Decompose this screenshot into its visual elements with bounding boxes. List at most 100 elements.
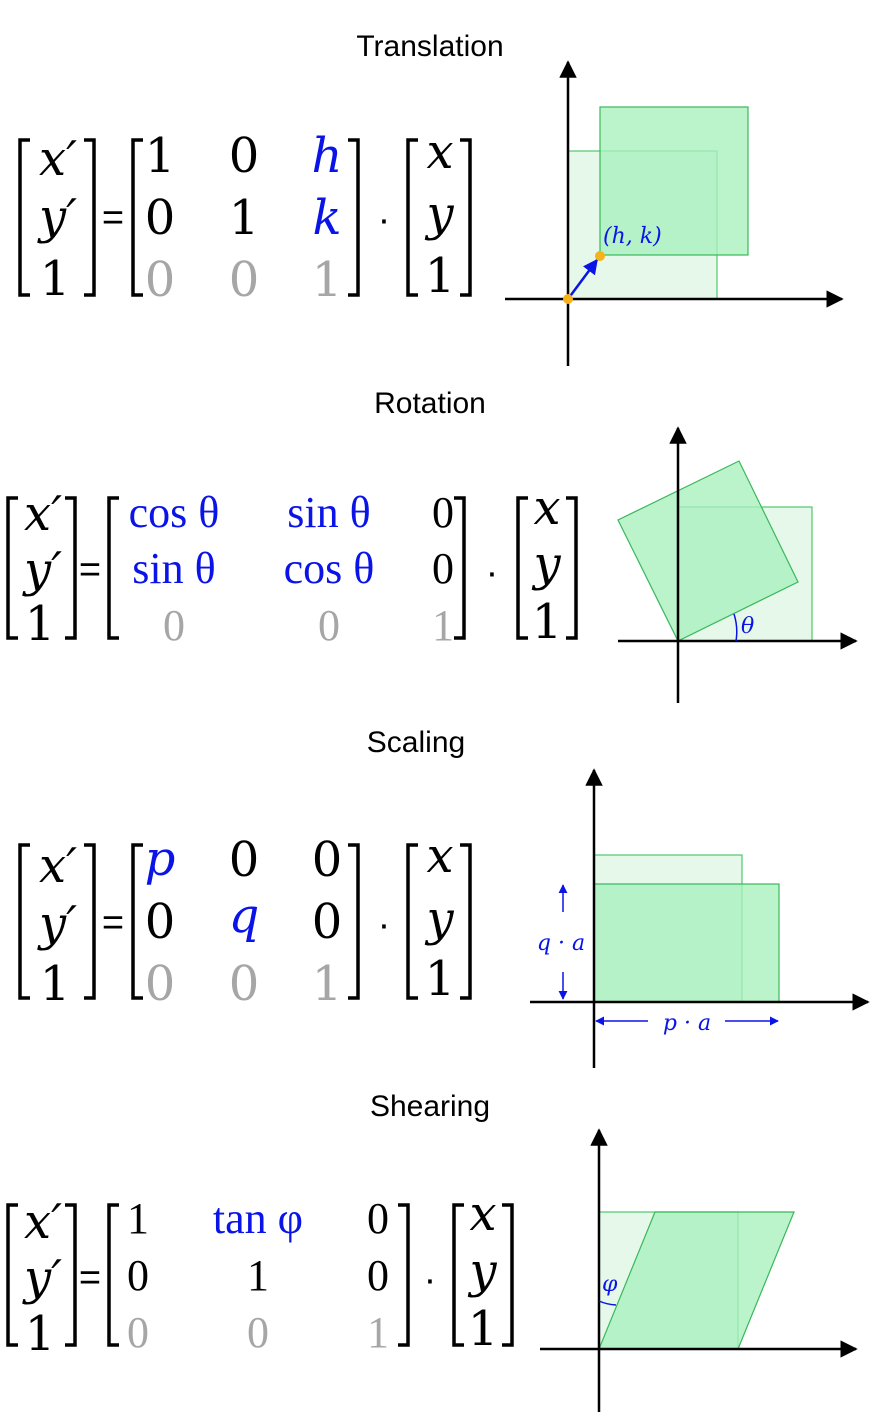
matrix-cell-parameter: h <box>312 128 343 184</box>
matrix-cell-parameter: k <box>312 190 341 246</box>
matrix-cell: 1 <box>127 1194 149 1243</box>
input-vector-entry: y <box>424 891 454 947</box>
output-vector-entry: x′ <box>39 131 77 187</box>
dot-operator: · <box>378 904 391 946</box>
shearing-section: Shearing x′ y′ 1 = 1 tan φ 0 0 1 0 0 0 1… <box>6 1090 858 1412</box>
scaling-matrix: p 0 0 0 q 0 0 0 1 <box>131 831 360 1012</box>
input-vector-entry: x <box>533 480 560 536</box>
matrix-cell-fixed: 0 <box>127 1308 149 1357</box>
rotation-matrix: cos θ sin θ 0 sin θ cos θ 0 0 0 1 <box>107 488 466 650</box>
input-vector: x y 1 <box>516 480 578 650</box>
angle-arc <box>733 613 738 642</box>
matrix-cell: 0 <box>367 1194 389 1243</box>
input-vector-entry: x <box>469 1186 496 1242</box>
equals-sign: = <box>79 549 101 591</box>
translation-vector-arrow <box>566 258 599 300</box>
matrix-cell-parameter: cos θ <box>129 488 220 537</box>
matrix-cell: 0 <box>312 894 343 950</box>
matrix-cell-parameter: q <box>229 888 260 944</box>
matrix-cell-parameter: sin θ <box>132 544 215 593</box>
matrix-cell: 0 <box>312 832 343 888</box>
section-title: Scaling <box>367 726 465 759</box>
rotated-shape <box>617 460 799 642</box>
dot-operator: · <box>378 199 391 241</box>
matrix-cell-parameter: tan φ <box>213 1194 303 1243</box>
input-vector: x y 1 <box>406 828 472 1007</box>
matrix-cell-fixed: 0 <box>229 956 260 1012</box>
rotation-graph: θ <box>617 426 858 703</box>
input-vector-entry: 1 <box>425 951 456 1007</box>
matrix-cell: 1 <box>145 128 176 184</box>
matrix-cell-fixed: 0 <box>145 956 176 1012</box>
scaling-section: Scaling x′ y′ 1 = p 0 0 0 q 0 0 0 1 · x <box>18 726 870 1068</box>
matrix-cell-fixed: 0 <box>163 601 185 650</box>
matrix-cell: 0 <box>229 128 260 184</box>
matrix-cell-parameter: sin θ <box>287 488 370 537</box>
equals-sign: = <box>102 902 124 944</box>
output-vector-entry: x′ <box>24 1194 62 1250</box>
translation-graph: (h, k) <box>505 60 844 366</box>
input-vector-entry: x <box>426 124 453 180</box>
matrix-cell: 0 <box>432 544 454 593</box>
input-vector-entry: 1 <box>532 594 563 650</box>
dot-operator: · <box>424 1259 437 1301</box>
dot-operator: · <box>486 552 499 594</box>
matrix-cell-fixed: 0 <box>247 1308 269 1357</box>
output-vector: x′ y′ 1 <box>18 131 96 307</box>
shearing-graph: φ <box>540 1128 858 1412</box>
output-vector-entry: 1 <box>25 596 56 652</box>
matrix-cell: 0 <box>367 1251 389 1300</box>
translation-point-label: (h, k) <box>603 224 662 249</box>
input-vector-entry: 1 <box>468 1301 499 1357</box>
angle-label: φ <box>602 1272 618 1297</box>
translated-shape <box>599 106 749 256</box>
equals-sign: = <box>79 1257 101 1299</box>
output-vector-entry: 1 <box>25 1306 56 1362</box>
output-vector: x′ y′ 1 <box>6 1194 77 1362</box>
input-vector-entry: x <box>426 828 453 884</box>
origin-point <box>563 294 573 304</box>
input-vector-entry: y <box>531 536 561 592</box>
translation-section: Translation x′ y′ 1 = 1 0 h 0 1 k 0 0 1 … <box>18 30 844 366</box>
output-vector: x′ y′ 1 <box>6 486 77 652</box>
translation-matrix: 1 0 h 0 1 k 0 0 1 <box>131 128 360 308</box>
scaling-graph: q · a p · a <box>530 768 870 1068</box>
output-vector-entry: y′ <box>22 1250 62 1306</box>
matrix-cell-fixed: 0 <box>229 252 260 308</box>
matrix-cell: 1 <box>229 190 260 246</box>
angle-label: θ <box>741 614 754 639</box>
matrix-cell: 0 <box>145 894 176 950</box>
width-dimension-label: p · a <box>663 1011 711 1036</box>
matrix-cell-parameter: cos θ <box>284 544 375 593</box>
matrix-cell-fixed: 0 <box>318 601 340 650</box>
output-vector-entry: 1 <box>40 956 71 1012</box>
section-title: Translation <box>356 30 503 63</box>
output-vector-entry: y′ <box>37 189 77 245</box>
equals-sign: = <box>102 197 124 239</box>
output-vector-entry: y′ <box>22 542 62 598</box>
input-vector: x y 1 <box>406 124 472 304</box>
output-vector-entry: 1 <box>40 251 71 307</box>
height-dimension-label: q · a <box>537 931 585 956</box>
angle-arc <box>598 1300 617 1306</box>
output-vector-entry: y′ <box>37 896 77 952</box>
input-vector-entry: y <box>467 1243 497 1299</box>
output-vector-entry: x′ <box>39 838 77 894</box>
matrix-cell-fixed: 1 <box>312 956 343 1012</box>
matrix-cell-fixed: 1 <box>367 1308 389 1357</box>
section-title: Rotation <box>374 387 486 420</box>
shearing-matrix: 1 tan φ 0 0 1 0 0 0 1 <box>107 1194 410 1357</box>
output-vector: x′ y′ 1 <box>18 838 96 1012</box>
rotation-section: Rotation x′ y′ 1 = cos θ sin θ 0 sin θ c… <box>6 387 858 703</box>
output-vector-entry: x′ <box>24 486 62 542</box>
input-vector-entry: 1 <box>425 248 456 304</box>
matrix-cell-fixed: 1 <box>432 601 454 650</box>
input-vector: x y 1 <box>452 1186 514 1357</box>
matrix-cell: 1 <box>247 1251 269 1300</box>
matrix-cell-fixed: 0 <box>145 252 176 308</box>
matrix-cell-fixed: 1 <box>312 252 343 308</box>
matrix-cell: 0 <box>127 1251 149 1300</box>
section-title: Shearing <box>370 1090 490 1123</box>
matrix-cell-parameter: p <box>145 831 176 887</box>
translated-point <box>595 251 605 261</box>
